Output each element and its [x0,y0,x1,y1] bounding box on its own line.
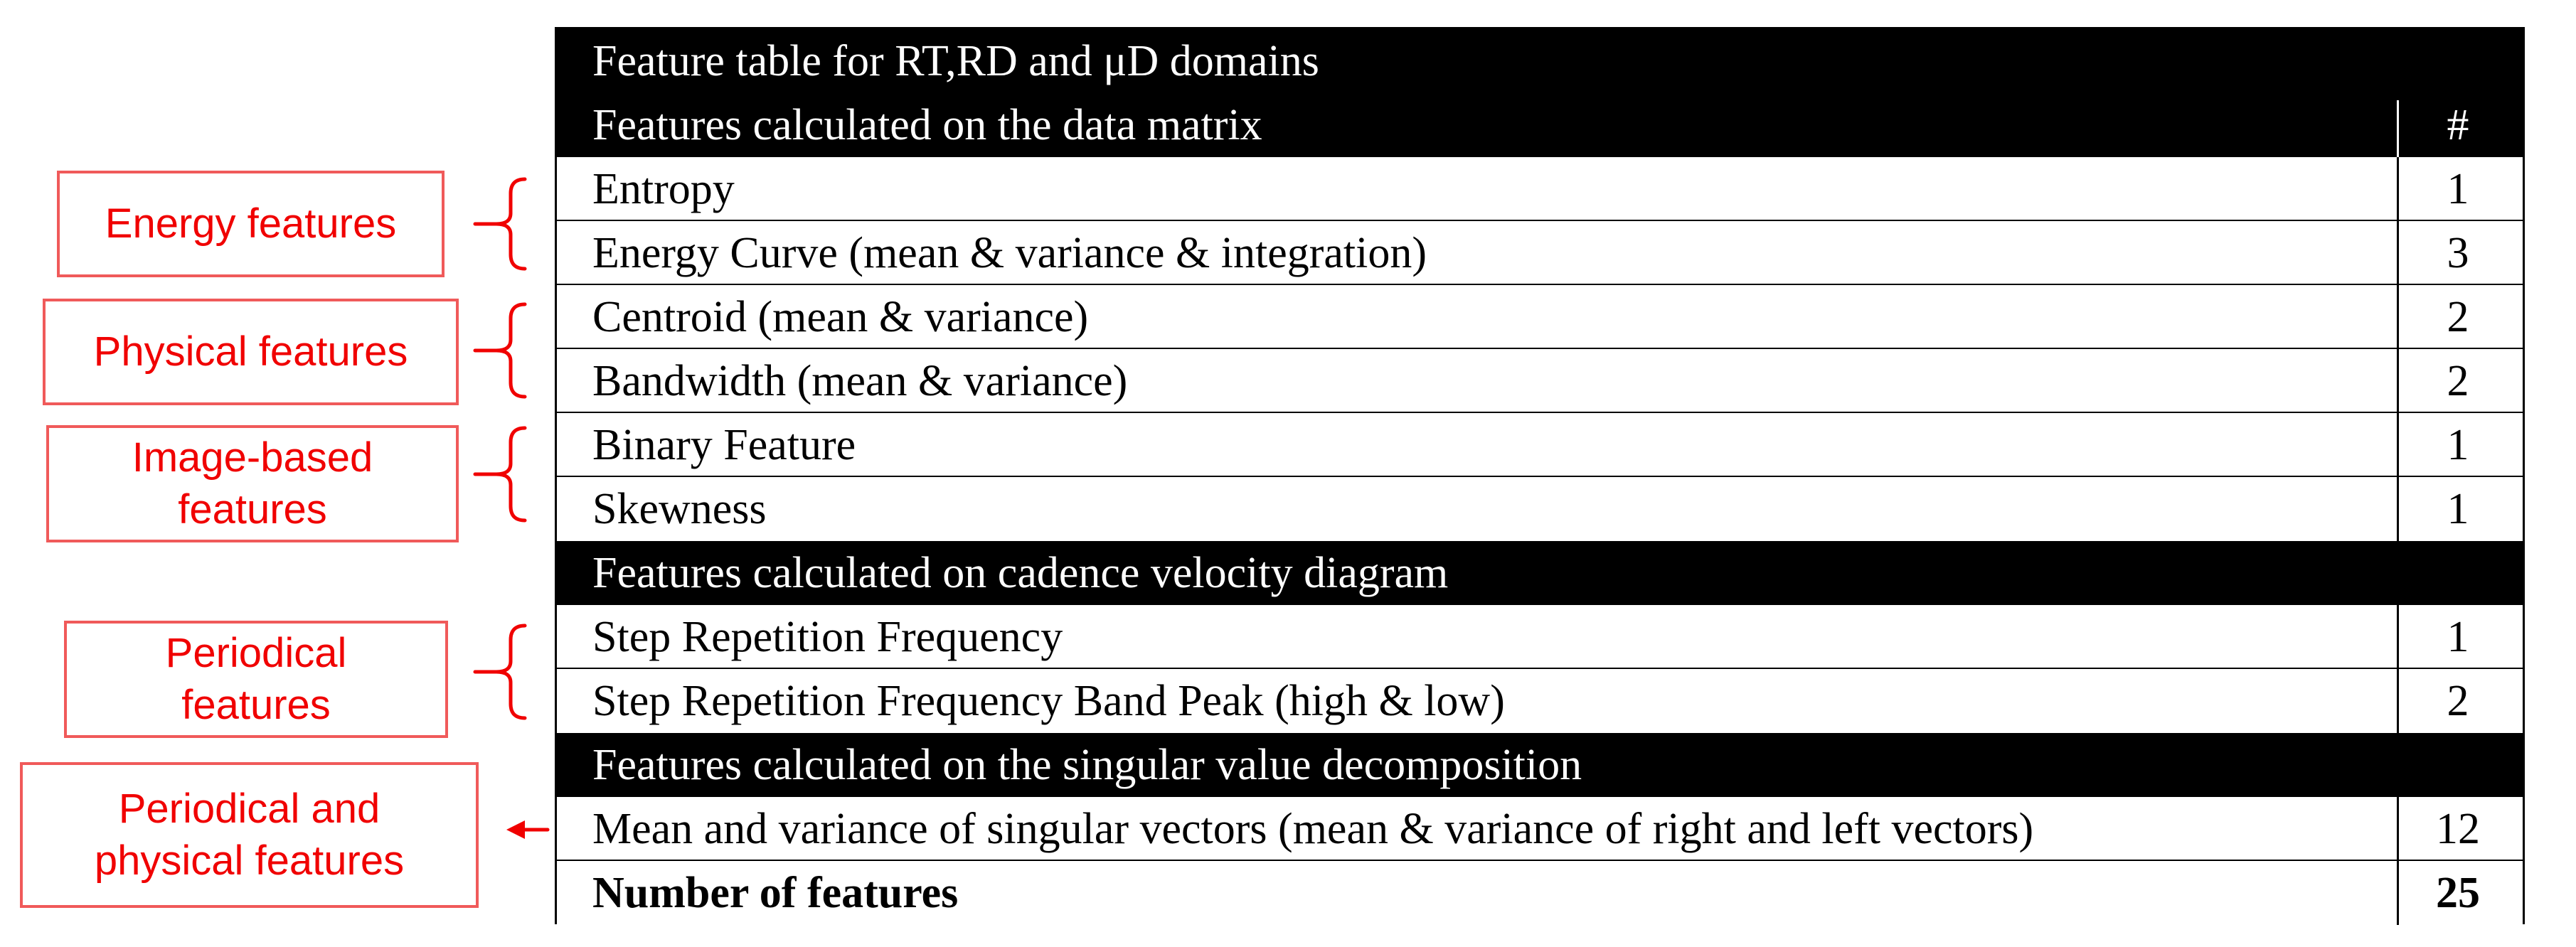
header-column-divider [2397,100,2399,157]
feature-name: Energy Curve (mean & variance & integrat… [592,229,1427,277]
row-divider [557,348,2523,350]
section-header-svd: Features calculated on the singular valu… [557,733,2523,797]
table-row: Step Repetition Frequency Band Peak (hig… [557,669,2523,733]
group-periodical-physical-features: Periodical and physical features [20,762,479,908]
total-label: Number of features [592,869,959,917]
bracket-periodical [494,624,527,720]
table-row: Step Repetition Frequency 1 [557,605,2523,669]
section-heading: Features calculated on the singular valu… [592,741,1582,789]
bracket-image-based [494,426,527,523]
table-row: Mean and variance of singular vectors (m… [557,797,2523,861]
row-divider [557,220,2523,222]
column-divider [2397,605,2399,733]
group-label-line: Periodical and [118,786,380,832]
feature-name: Centroid (mean & variance) [592,293,1089,341]
feature-count: 2 [2447,357,2469,405]
row-divider [557,476,2523,478]
bracket-physical [494,302,527,399]
group-label-line: Periodical [165,630,347,676]
table-row: Entropy 1 [557,157,2523,221]
feature-count: 12 [2436,805,2480,853]
total-row: Number of features 25 [557,861,2523,925]
total-count: 25 [2436,869,2480,917]
feature-count: 1 [2447,613,2469,661]
group-label-line: features [178,486,327,533]
arrow-head-icon [506,820,525,839]
group-label-line: Energy features [105,200,397,247]
group-label-line: Physical features [93,328,408,375]
row-divider [557,668,2523,670]
table-row: Binary Feature 1 [557,413,2523,477]
group-label-line: features [181,681,331,728]
column-divider [2397,797,2399,925]
group-periodical-features: Periodical features [64,621,448,738]
feature-count: 3 [2447,229,2469,277]
section-heading: Features calculated on cadence velocity … [592,549,1449,597]
column-divider [2397,157,2399,541]
feature-table: Feature table for RT,RD and μD domains F… [555,27,2525,925]
feature-count: 2 [2447,293,2469,341]
group-label-line: physical features [94,837,405,884]
count-column-header: # [2447,101,2469,149]
feature-count: 2 [2447,677,2469,725]
table-title: Feature table for RT,RD and μD domains [592,37,1319,85]
group-image-based-features: Image-based features [46,425,459,542]
feature-name: Step Repetition Frequency Band Peak (hig… [592,677,1505,725]
feature-name: Binary Feature [592,421,856,469]
section-header-cadence: Features calculated on cadence velocity … [557,541,2523,605]
table-row: Centroid (mean & variance) 2 [557,285,2523,349]
feature-name: Skewness [592,485,767,533]
table-title-row: Feature table for RT,RD and μD domains [557,29,2523,93]
row-divider [557,284,2523,286]
row-divider [557,860,2523,862]
table-row: Skewness 1 [557,477,2523,541]
feature-name: Mean and variance of singular vectors (m… [592,805,2034,853]
group-energy-features: Energy features [57,171,445,277]
feature-name: Entropy [592,165,735,213]
row-divider [557,412,2523,414]
section-header-data-matrix: Features calculated on the data matrix # [557,93,2523,157]
feature-count: 1 [2447,485,2469,533]
table-row: Bandwidth (mean & variance) 2 [557,349,2523,413]
table-row: Energy Curve (mean & variance & integrat… [557,221,2523,285]
feature-count: 1 [2447,165,2469,213]
group-physical-features: Physical features [43,299,459,405]
group-label-line: Image-based [132,434,373,481]
section-heading: Features calculated on the data matrix [592,101,1262,149]
feature-count: 1 [2447,421,2469,469]
feature-name: Bandwidth (mean & variance) [592,357,1128,405]
bracket-energy [494,177,527,271]
feature-name: Step Repetition Frequency [592,613,1063,661]
